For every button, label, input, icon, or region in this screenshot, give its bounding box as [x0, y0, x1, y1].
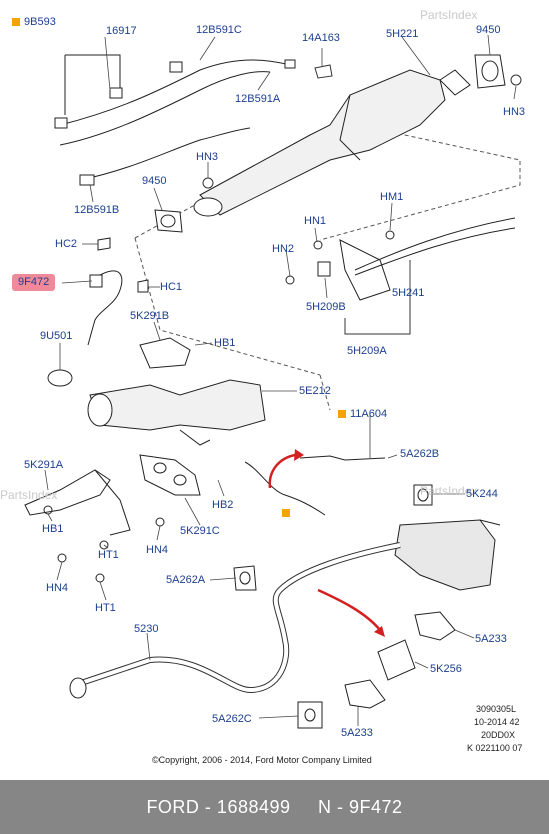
- red-arrow-5k256: [317, 588, 381, 631]
- sensor-harness-group: [54, 54, 296, 186]
- harness-11a604: [244, 455, 386, 516]
- label-5k291a[interactable]: 5K291A: [24, 459, 64, 471]
- label-ht1-b[interactable]: HT1: [95, 602, 116, 614]
- watermark-left: PartsIndex: [0, 488, 58, 502]
- oxygen-sensor-9f472: [47, 237, 149, 387]
- label-hn3-mid[interactable]: HN3: [196, 151, 219, 163]
- watermark-top: PartsIndex: [420, 8, 478, 22]
- mount-5a262c: [297, 701, 323, 729]
- label-hn3-top[interactable]: HN3: [503, 106, 526, 118]
- drawing-code: 20DD0X: [481, 730, 516, 740]
- manifold-catalyst-5e212: [87, 337, 266, 446]
- leader-lines: [44, 34, 517, 726]
- label-hn4-a[interactable]: HN4: [146, 544, 169, 556]
- label-5e212[interactable]: 5E212: [299, 385, 331, 397]
- hanger-5a233-top: [414, 611, 456, 641]
- nut-hn3-mid: [202, 177, 214, 189]
- label-hm1[interactable]: HM1: [380, 191, 404, 203]
- label-5k256[interactable]: 5K256: [430, 663, 462, 675]
- drawing-date: 10-2014 42: [474, 717, 520, 727]
- label-5a262b[interactable]: 5A262B: [400, 448, 440, 460]
- mount-5a262b: [413, 484, 433, 506]
- leader-5h209a: [344, 260, 411, 335]
- label-5k244[interactable]: 5K244: [466, 488, 498, 500]
- footer-bar: FORD - 1688499 N - 9F472: [0, 780, 549, 834]
- label-12b591b[interactable]: 12B591B: [74, 204, 120, 216]
- label-hb1-mid[interactable]: HB1: [214, 337, 236, 349]
- gasket-5k291c: [139, 454, 201, 496]
- copyright-text: ©Copyright, 2006 - 2014, Ford Motor Comp…: [152, 755, 372, 765]
- bracket-5k291a: [24, 469, 165, 583]
- label-9u501[interactable]: 9U501: [40, 330, 73, 342]
- label-12b591a[interactable]: 12B591A: [235, 93, 281, 105]
- label-5a262a[interactable]: 5A262A: [166, 574, 206, 586]
- label-5a262c[interactable]: 5A262C: [212, 713, 252, 725]
- marker-square-icon: [12, 18, 20, 27]
- label-5h241[interactable]: 5H241: [392, 287, 425, 299]
- pipes-5h241: [354, 217, 516, 276]
- label-12b591c[interactable]: 12B591C: [196, 24, 242, 36]
- label-9450-mid[interactable]: 9450: [142, 175, 167, 187]
- label-9b593[interactable]: 9B593: [12, 16, 56, 29]
- label-11a604[interactable]: 11A604: [338, 408, 387, 421]
- label-5h209a[interactable]: 5H209A: [347, 345, 387, 357]
- label-14a163[interactable]: 14A163: [302, 32, 340, 44]
- label-9f472-highlighted[interactable]: 9F472: [12, 274, 56, 291]
- mount-5a262a: [233, 565, 257, 591]
- label-hc1[interactable]: HC1: [160, 281, 183, 293]
- label-hn4-b[interactable]: HN4: [46, 582, 69, 594]
- catalytic-converter-5h221: [193, 69, 471, 217]
- label-5k291c[interactable]: 5K291C: [180, 525, 220, 537]
- label-5a233-a[interactable]: 5A233: [475, 633, 507, 645]
- exhaust-pipe-5230: [69, 542, 401, 699]
- label-hb2[interactable]: HB2: [212, 499, 234, 511]
- red-arrow-11a604: [268, 453, 296, 489]
- label-hn2[interactable]: HN2: [272, 243, 295, 255]
- bracket-5h209: [285, 230, 395, 301]
- nut-hn3-top: [510, 74, 522, 86]
- gasket-9450-mid: [154, 209, 183, 233]
- tailpipe-5k256: [377, 639, 416, 681]
- label-5a233-b[interactable]: 5A233: [341, 727, 373, 739]
- label-5h209b[interactable]: 5H209B: [306, 301, 346, 313]
- label-hc2[interactable]: HC2: [55, 238, 78, 250]
- label-hb1-low[interactable]: HB1: [42, 523, 64, 535]
- label-5h221[interactable]: 5H221: [386, 28, 419, 40]
- label-9450-top[interactable]: 9450: [476, 24, 501, 36]
- bracket-14a163: [314, 64, 333, 79]
- label-ht1-a[interactable]: HT1: [98, 549, 119, 561]
- dashed-outline: [134, 121, 521, 411]
- drawing-number: 3090305L: [476, 704, 517, 714]
- label-16917[interactable]: 16917: [106, 25, 137, 37]
- drawing-reference: K 0221100 07: [467, 743, 523, 753]
- footer-part-info: FORD - 1688499 N - 9F472: [146, 796, 403, 817]
- label-5230[interactable]: 5230: [134, 623, 159, 635]
- marker-square-icon: [338, 410, 346, 419]
- exhaust-diagram: [24, 34, 522, 729]
- hanger-5a233-bottom: [344, 679, 386, 709]
- label-5k291b[interactable]: 5K291B: [130, 310, 170, 322]
- muffler-5k244: [394, 519, 501, 591]
- marker-square-sensor: [282, 509, 290, 517]
- label-hn1[interactable]: HN1: [304, 215, 327, 227]
- gasket-9450-top: [474, 54, 506, 89]
- watermark-right: PartsIndex: [420, 484, 478, 498]
